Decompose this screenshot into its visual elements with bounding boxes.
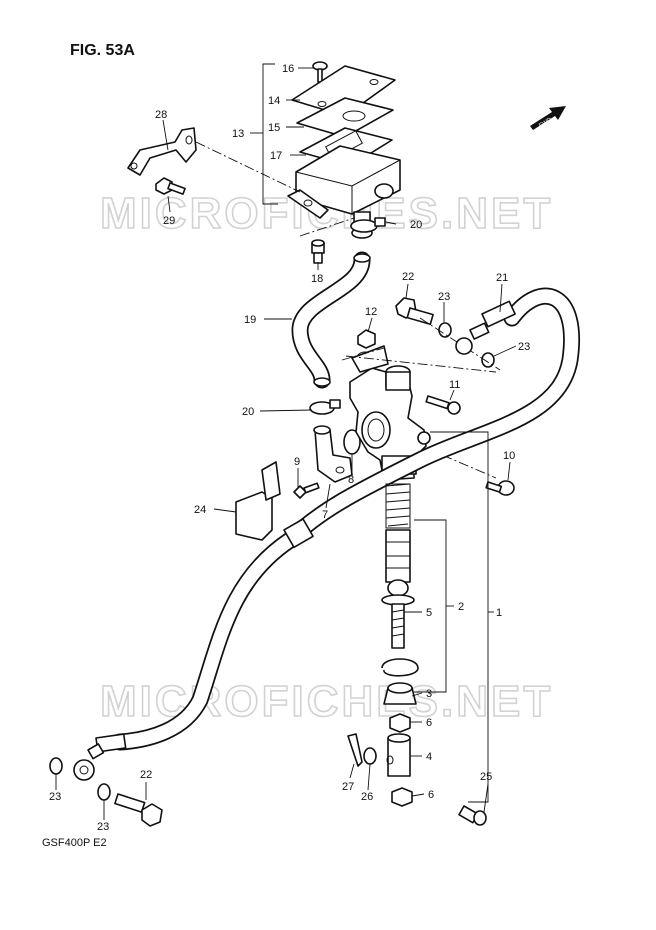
reservoir-plate <box>296 97 394 138</box>
nut-6-lower <box>391 787 413 807</box>
nut-12 <box>357 329 376 349</box>
circlip <box>381 658 419 677</box>
bolt-18 <box>311 239 325 264</box>
callout-1: 1 <box>496 607 502 619</box>
screw-9 <box>293 482 320 499</box>
washer-23-lower-b <box>97 783 111 801</box>
bracket-28 <box>127 127 197 176</box>
callout-17: 17 <box>270 150 282 162</box>
clamp-20-lower <box>309 399 341 415</box>
spring <box>385 483 411 529</box>
hose-fitting-upper <box>455 300 516 355</box>
nut-6-upper <box>389 713 411 733</box>
callout-15: 15 <box>268 122 280 134</box>
elbow-fitting-7 <box>313 425 353 483</box>
screw-16 <box>312 61 328 83</box>
callout-13: 13 <box>232 128 244 140</box>
washer-26 <box>363 747 377 765</box>
callout-6-lower: 6 <box>428 789 434 801</box>
washer-23-upper-b <box>481 352 495 368</box>
fwd-arrow-icon: FWD <box>530 106 566 130</box>
bolt-29 <box>155 177 186 195</box>
callout-20-lower: 20 <box>242 406 254 418</box>
clevis-4 <box>386 733 411 777</box>
callout-2: 2 <box>458 601 464 613</box>
callout-3: 3 <box>426 688 432 700</box>
hose-fitting-lower <box>73 733 127 781</box>
brake-hose <box>111 287 580 751</box>
callout-29: 29 <box>163 215 175 227</box>
callout-27: 27 <box>342 781 354 793</box>
bolt-11 <box>425 395 461 415</box>
banjo-bolt-22-upper <box>395 297 434 326</box>
callout-22-lower: 22 <box>140 769 152 781</box>
model-code: GSF400P E2 <box>42 837 107 849</box>
callout-5: 5 <box>426 607 432 619</box>
washer-23-upper-a <box>438 322 452 338</box>
cotter-pin-27 <box>347 733 363 767</box>
callout-23-lower-a: 23 <box>49 791 61 803</box>
callout-10: 10 <box>503 450 515 462</box>
callout-23-upper-b: 23 <box>518 341 530 353</box>
banjo-bolt-22-lower <box>114 793 163 827</box>
callout-18: 18 <box>311 273 323 285</box>
callout-6-upper: 6 <box>426 717 432 729</box>
callout-11: 11 <box>449 379 460 391</box>
watermark-bottom: MICROFICHES.NET <box>100 677 553 726</box>
leader-lines <box>55 67 517 820</box>
fwd-label: FWD <box>538 117 553 130</box>
washer-23-lower-a <box>49 757 63 775</box>
callout-20-upper: 20 <box>410 219 422 231</box>
piston-5 <box>381 529 415 649</box>
callout-12: 12 <box>365 306 377 318</box>
callout-22-upper: 22 <box>402 271 414 283</box>
figure-title: FIG. 53A <box>70 42 135 59</box>
callout-23-lower-b: 23 <box>97 821 109 833</box>
callout-16: 16 <box>282 63 294 75</box>
callout-24: 24 <box>194 504 206 516</box>
callouts: 16 14 13 15 17 28 29 20 18 19 22 23 21 2… <box>49 63 530 833</box>
callout-9: 9 <box>294 456 300 468</box>
callout-7: 7 <box>322 509 328 521</box>
hose-grommet <box>283 518 314 549</box>
screw-10 <box>485 480 515 496</box>
callout-4: 4 <box>426 751 432 763</box>
hose-clamp-24 <box>235 461 281 541</box>
callout-26: 26 <box>361 791 373 803</box>
callout-28: 28 <box>155 109 167 121</box>
callout-23-upper-a: 23 <box>438 291 450 303</box>
callout-14: 14 <box>268 95 280 107</box>
callout-8: 8 <box>348 474 354 486</box>
reservoir-assembly <box>250 61 401 239</box>
callout-21: 21 <box>496 272 508 284</box>
callout-19: 19 <box>244 314 256 326</box>
pin-25 <box>458 805 487 826</box>
clamp-20-upper <box>350 217 386 233</box>
callout-25: 25 <box>480 771 492 783</box>
